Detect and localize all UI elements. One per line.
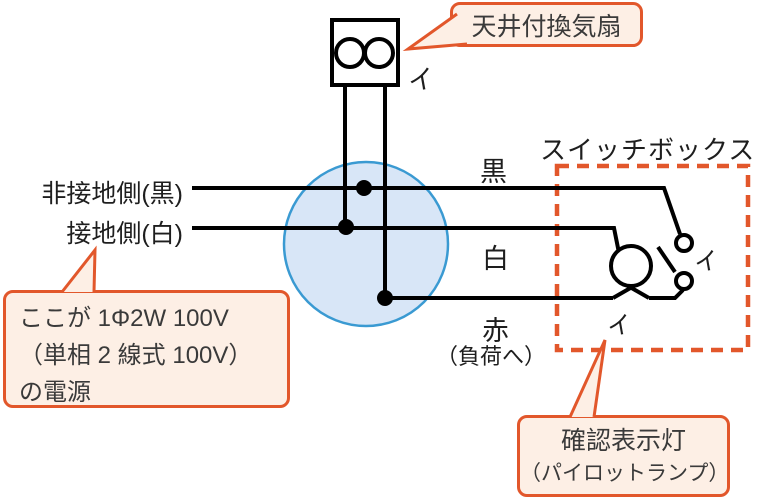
source-neutral-label: 接地側(白) bbox=[66, 220, 183, 248]
switch-box-label: スイッチボックス bbox=[540, 135, 756, 165]
switch-box-outline bbox=[554, 163, 751, 353]
fan-motor-circle-left bbox=[334, 37, 366, 69]
power-callout-line1: ここが 1Φ2W 100V bbox=[19, 305, 229, 332]
fan-callout: 天井付換気扇 bbox=[450, 2, 643, 47]
hot-wire-black bbox=[192, 186, 682, 235]
pilot-lamp-icon bbox=[609, 244, 653, 288]
switch-contact-bottom bbox=[674, 271, 694, 291]
lamp-callout-line2: （パイロットランプ） bbox=[520, 462, 730, 485]
outlet-box-icon bbox=[282, 160, 450, 328]
red-wire-right bbox=[649, 288, 685, 300]
neutral-wire-white bbox=[192, 226, 621, 254]
wire-white-label: 白 bbox=[482, 244, 509, 274]
junction-dot-red bbox=[377, 290, 393, 306]
pilot-lamp-callout: 確認表示灯 （パイロットランプ） bbox=[517, 415, 730, 497]
power-callout-line2: （単相 2 線式 100V） bbox=[19, 342, 253, 369]
switch-lever bbox=[656, 245, 677, 274]
wire-red-label: 赤 bbox=[482, 316, 509, 346]
fan-motor-circle-right bbox=[363, 37, 395, 69]
lamp-callout-line1: 確認表示灯 bbox=[560, 427, 686, 455]
fan-callout-text: 天井付換気扇 bbox=[471, 12, 622, 41]
switch-contact-top bbox=[674, 233, 694, 253]
to-load-label: （負荷へ） bbox=[436, 344, 547, 369]
junction-dot-black bbox=[356, 180, 372, 196]
power-callout-line3: の電源 bbox=[19, 379, 91, 406]
power-source-callout: ここが 1Φ2W 100V （単相 2 線式 100V） の電源 bbox=[3, 290, 290, 408]
wire-black-label: 黒 bbox=[480, 157, 507, 187]
source-hot-label: 非接地側(黒) bbox=[41, 180, 183, 208]
junction-dot-white bbox=[338, 219, 354, 235]
